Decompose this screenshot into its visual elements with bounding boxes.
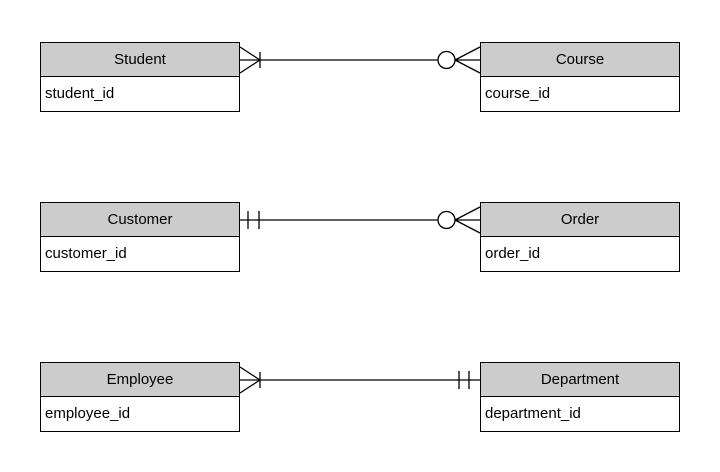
connector-employee-department[interactable] <box>239 360 480 400</box>
entity-student-title: Student <box>41 43 239 77</box>
entity-employee-title: Employee <box>41 363 239 397</box>
entity-order-title: Order <box>481 203 679 237</box>
connector-student-course[interactable] <box>239 40 481 80</box>
entity-course-attribute: course_id <box>481 77 679 111</box>
crows-foot-zero-or-many-icon <box>437 45 481 74</box>
entity-order-attribute: order_id <box>481 237 679 271</box>
crows-foot-one-or-many-icon <box>239 45 261 74</box>
entity-department-title: Department <box>481 363 679 397</box>
entity-student[interactable]: Student student_id <box>40 42 240 112</box>
entity-course-title: Course <box>481 43 679 77</box>
entity-employee[interactable]: Employee employee_id <box>40 362 240 432</box>
crows-foot-zero-or-many-icon <box>437 205 481 234</box>
entity-course[interactable]: Course course_id <box>480 42 680 112</box>
crows-foot-exactly-one-icon <box>458 370 470 389</box>
crows-foot-exactly-one-icon <box>247 210 260 229</box>
entity-student-attribute: student_id <box>41 77 239 111</box>
entity-department[interactable]: Department department_id <box>480 362 680 432</box>
entity-customer-title: Customer <box>41 203 239 237</box>
entity-department-attribute: department_id <box>481 397 679 431</box>
entity-employee-attribute: employee_id <box>41 397 239 431</box>
crows-foot-one-or-many-icon <box>239 365 261 394</box>
connector-customer-order[interactable] <box>240 200 481 240</box>
entity-order[interactable]: Order order_id <box>480 202 680 272</box>
entity-customer-attribute: customer_id <box>41 237 239 271</box>
entity-customer[interactable]: Customer customer_id <box>40 202 240 272</box>
